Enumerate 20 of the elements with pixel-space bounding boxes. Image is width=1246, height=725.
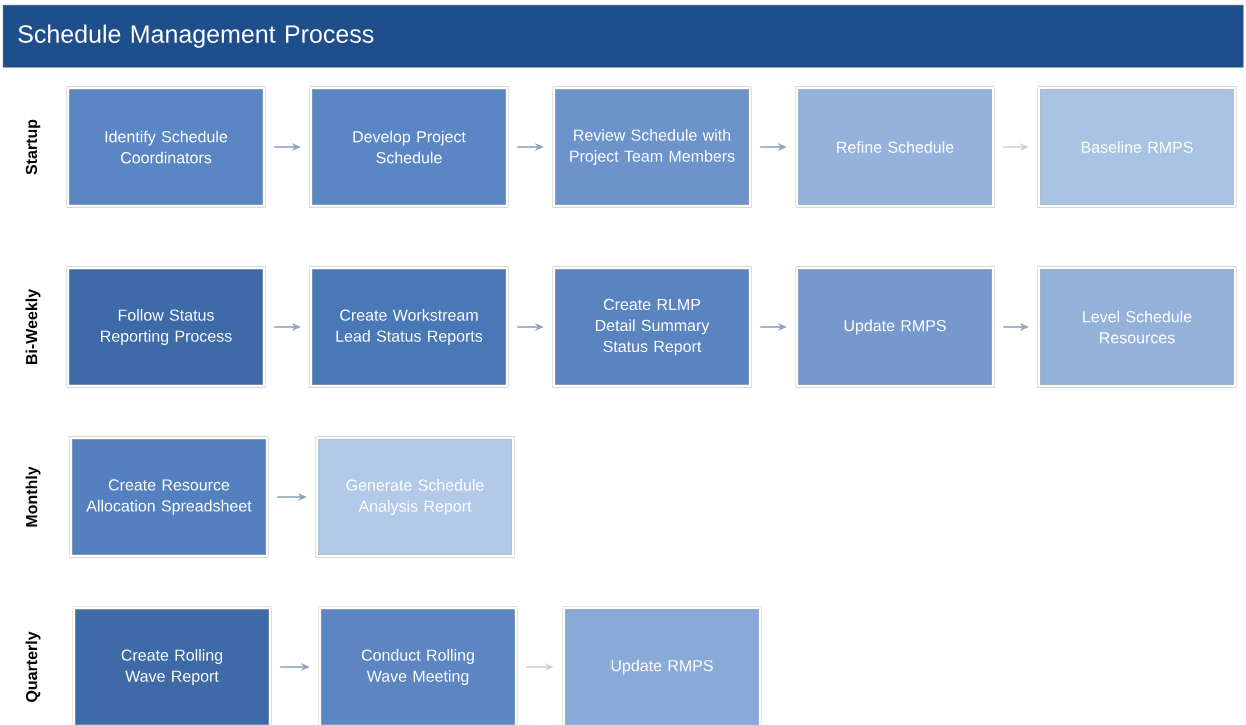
process-box: Level Schedule Resources [1037, 266, 1237, 388]
row-label: Startup [25, 119, 41, 175]
process-box: Generate Schedule Analysis Report [315, 436, 515, 558]
process-box: Identify Schedule Coordinators [66, 86, 266, 208]
process-box: Refine Schedule [795, 86, 995, 208]
process-box: Baseline RMPS [1037, 86, 1237, 208]
row-label: Quarterly [25, 631, 41, 702]
title-banner: Schedule Management Process [3, 5, 1244, 68]
process-box: Create RLMP Detail Summary Status Report [552, 266, 752, 388]
process-box: Develop Project Schedule [309, 86, 509, 208]
process-box: Update RMPS [562, 606, 762, 725]
process-box: Follow Status Reporting Process [66, 266, 266, 388]
process-box: Conduct Rolling Wave Meeting [318, 606, 518, 725]
process-box: Create Rolling Wave Report [72, 606, 272, 725]
process-box: Create Workstream Lead Status Reports [309, 266, 509, 388]
process-box: Review Schedule with Project Team Members [552, 86, 752, 208]
process-box: Create Resource Allocation Spreadsheet [69, 436, 269, 558]
process-box: Update RMPS [795, 266, 995, 388]
row-label: Monthly [25, 466, 41, 527]
row-label: Bi-Weekly [25, 289, 41, 365]
